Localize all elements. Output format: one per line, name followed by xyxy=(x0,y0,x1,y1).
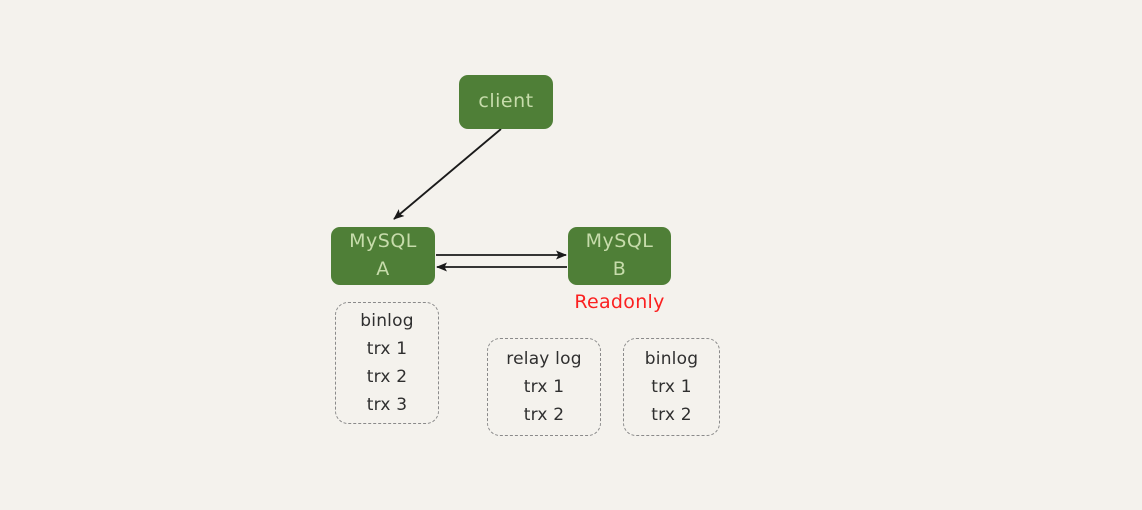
logbox-title: binlog xyxy=(644,348,699,369)
readonly-annotation: Readonly xyxy=(574,291,665,313)
log-entry: trx 1 xyxy=(366,338,408,359)
logbox-binlog-a: binlog trx 1 trx 2 trx 3 xyxy=(335,302,439,424)
arrow-client-to-mysql-a xyxy=(393,128,502,220)
log-entry: trx 2 xyxy=(523,404,565,425)
log-entry: trx 2 xyxy=(366,366,408,387)
logbox-title: relay log xyxy=(506,348,582,369)
log-entry: trx 1 xyxy=(523,376,565,397)
node-client-label-line1: client xyxy=(478,90,534,113)
node-mysql-a-label-line2: A xyxy=(376,258,390,280)
node-mysql-b-label-line2: B xyxy=(612,258,627,280)
node-mysql-a[interactable]: MySQL A xyxy=(331,227,435,285)
log-entry: trx 1 xyxy=(651,376,692,397)
logbox-title: binlog xyxy=(360,310,414,331)
node-client[interactable]: client xyxy=(459,75,553,129)
log-entry: trx 3 xyxy=(366,394,408,415)
logbox-relay-log-b: relay log trx 1 trx 2 xyxy=(487,338,601,436)
node-mysql-b-label-line1: MySQL xyxy=(585,230,654,253)
node-mysql-a-label-line1: MySQL xyxy=(349,230,417,253)
logbox-binlog-b: binlog trx 1 trx 2 xyxy=(623,338,720,436)
node-mysql-b[interactable]: MySQL B xyxy=(568,227,671,285)
log-entry: trx 2 xyxy=(651,404,692,425)
